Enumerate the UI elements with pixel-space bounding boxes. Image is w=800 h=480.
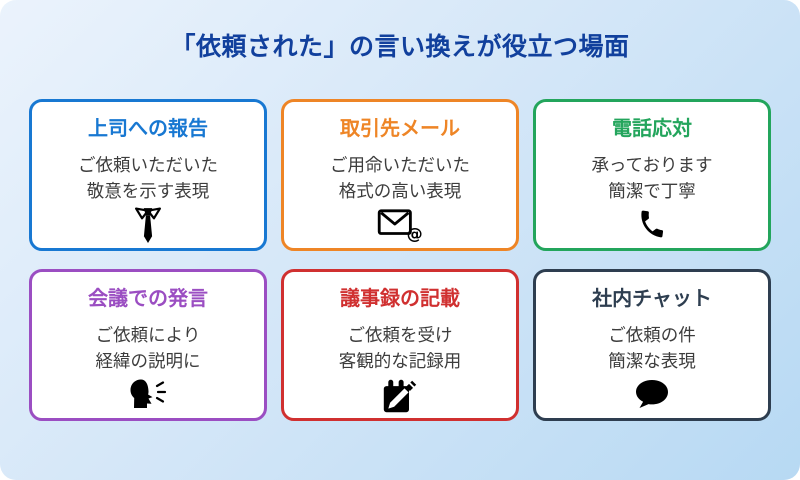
phone-handset-icon	[636, 208, 668, 240]
card-minutes-record: 議事録の記載 ご依頼を受け 客観的な記録用	[281, 269, 519, 421]
speech-bubble-icon	[633, 378, 671, 410]
email-at-icon: @	[377, 208, 423, 242]
card-title: 社内チャット	[592, 288, 712, 310]
card-description: ご依頼を受け 客観的な記録用	[339, 322, 462, 375]
page-title: 「依頼された」の言い換えが役立つ場面	[170, 33, 630, 61]
card-meeting-remark: 会議での発言 ご依頼により 経緯の説明に	[29, 269, 267, 421]
card-description-line2: 格式の高い表現	[338, 181, 462, 202]
card-description-line1: ご用命いただいた	[330, 155, 470, 175]
card-client-email: 取引先メール ご用命いただいた 格式の高い表現 @	[281, 99, 519, 251]
card-description: ご依頼の件 簡潔な表現	[608, 322, 696, 375]
card-description: ご依頼いただいた 敬意を示す表現	[78, 152, 218, 205]
card-boss-report: 上司への報告 ご依頼いただいた 敬意を示す表現	[29, 99, 267, 251]
card-description-line2: 客観的な記録用	[338, 351, 462, 372]
card-description-line2: 経緯の説明に	[95, 351, 201, 372]
necktie-icon	[131, 206, 165, 244]
card-title: 取引先メール	[340, 118, 460, 140]
card-phone-response: 電話応対 承っております 簡潔で丁寧	[533, 99, 771, 251]
card-description-line2: 簡潔な表現	[608, 351, 696, 372]
memo-pen-icon	[381, 378, 419, 414]
card-title: 上司への報告	[88, 118, 208, 140]
svg-text:@: @	[407, 224, 423, 242]
card-description: 承っております 簡潔で丁寧	[591, 152, 712, 205]
card-internal-chat: 社内チャット ご依頼の件 簡潔な表現	[533, 269, 771, 421]
card-description-line1: ご依頼を受け	[347, 325, 453, 345]
card-title: 議事録の記載	[340, 288, 460, 310]
card-description-line1: ご依頼いただいた	[78, 155, 218, 175]
card-description-line2: 敬意を示す表現	[86, 181, 210, 202]
card-description-line1: ご依頼により	[95, 325, 201, 345]
cards-grid: 上司への報告 ご依頼いただいた 敬意を示す表現 取引先メール ご用命いただいた …	[29, 99, 771, 421]
speaking-head-icon	[128, 378, 168, 410]
card-title: 会議での発言	[88, 288, 208, 310]
card-description-line2: 簡潔で丁寧	[608, 181, 696, 202]
card-description: ご依頼により 経緯の説明に	[96, 322, 201, 375]
card-description-line1: 承っております	[591, 155, 713, 175]
card-description-line1: ご依頼の件	[608, 325, 696, 345]
card-description: ご用命いただいた 格式の高い表現	[330, 152, 470, 205]
card-title: 電話応対	[612, 118, 692, 140]
